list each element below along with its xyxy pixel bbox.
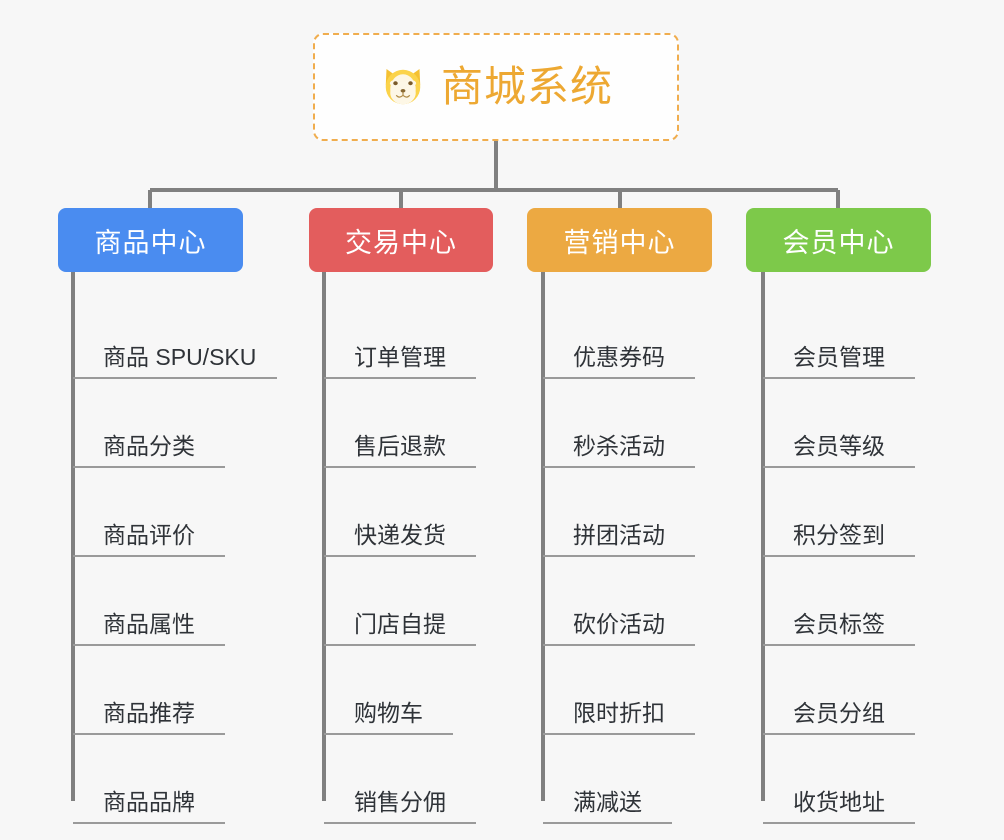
leaf-item[interactable]: 满减送	[543, 735, 679, 824]
leaf-underline	[543, 644, 695, 646]
leaf-underline	[324, 644, 476, 646]
leaf-column-2: 订单管理 售后退款 快递发货 门店自提 购物车 销售分佣	[324, 290, 476, 824]
leaf-label: 商品分类	[103, 433, 195, 459]
leaf-label: 销售分佣	[354, 789, 446, 815]
leaf-label: 商品品牌	[103, 789, 195, 815]
leaf-item[interactable]: 优惠券码	[543, 290, 695, 379]
leaf-underline	[763, 466, 915, 468]
leaf-underline	[543, 555, 695, 557]
leaf-item[interactable]: 商品品牌	[73, 735, 270, 824]
leaf-label: 积分签到	[793, 522, 885, 548]
leaf-underline	[543, 466, 695, 468]
leaf-item[interactable]: 门店自提	[324, 557, 476, 646]
branch-node-1[interactable]: 商品中心	[58, 208, 243, 272]
leaf-item[interactable]: 商品评价	[73, 468, 270, 557]
leaf-item[interactable]: 售后退款	[324, 379, 476, 468]
leaf-underline	[763, 377, 915, 379]
branch-node-3[interactable]: 营销中心	[527, 208, 712, 272]
root-node[interactable]: 商城系统	[313, 33, 679, 141]
leaf-underline	[763, 822, 915, 824]
leaf-underline	[543, 822, 672, 824]
leaf-label: 砍价活动	[573, 611, 665, 637]
leaf-column-4: 会员管理 会员等级 积分签到 会员标签 会员分组 收货地址	[763, 290, 915, 824]
branch-label-1: 商品中心	[94, 227, 207, 258]
leaf-label: 商品推荐	[103, 700, 195, 726]
leaf-item[interactable]: 商品 SPU/SKU	[73, 290, 277, 379]
leaf-item[interactable]: 商品属性	[73, 557, 270, 646]
leaf-underline	[543, 377, 695, 379]
leaf-label: 秒杀活动	[573, 433, 665, 459]
leaf-label: 优惠券码	[573, 344, 665, 370]
leaf-label: 门店自提	[354, 611, 446, 637]
leaf-label: 会员分组	[793, 700, 885, 726]
leaf-item[interactable]: 会员管理	[763, 290, 915, 379]
leaf-item[interactable]: 会员分组	[763, 646, 915, 735]
leaf-column-1: 商品 SPU/SKU 商品分类 商品评价 商品属性 商品推荐 商品品牌	[73, 290, 277, 824]
leaf-underline	[73, 555, 225, 557]
branch-label-2: 交易中心	[345, 227, 457, 258]
branch-node-2[interactable]: 交易中心	[309, 208, 493, 272]
leaf-label: 购物车	[354, 700, 423, 726]
branch-node-4[interactable]: 会员中心	[746, 208, 931, 272]
leaf-label: 商品评价	[103, 522, 195, 548]
leaf-label: 会员等级	[793, 433, 885, 459]
leaf-underline	[763, 555, 915, 557]
leaf-item[interactable]: 购物车	[324, 646, 460, 735]
leaf-underline	[324, 377, 476, 379]
leaf-underline	[73, 377, 277, 379]
leaf-item[interactable]: 商品分类	[73, 379, 270, 468]
branch-label-3: 营销中心	[563, 227, 676, 258]
leaf-underline	[73, 644, 225, 646]
leaf-item[interactable]: 订单管理	[324, 290, 476, 379]
leaf-label: 商品 SPU/SKU	[103, 344, 257, 370]
leaf-item[interactable]: 会员标签	[763, 557, 915, 646]
leaf-label: 商品属性	[103, 611, 195, 637]
leaf-label: 会员标签	[793, 611, 885, 637]
leaf-label: 会员管理	[793, 344, 885, 370]
root-title: 商城系统	[440, 63, 613, 110]
leaf-underline	[324, 555, 476, 557]
leaf-item[interactable]: 商品推荐	[73, 646, 270, 735]
leaf-label: 售后退款	[354, 433, 446, 459]
leaf-item[interactable]: 秒杀活动	[543, 379, 695, 468]
leaf-column-3: 优惠券码 秒杀活动 拼团活动 砍价活动 限时折扣 满减送	[543, 290, 695, 824]
leaf-underline	[324, 733, 453, 735]
leaf-label: 收货地址	[793, 789, 885, 815]
leaf-item[interactable]: 砍价活动	[543, 557, 695, 646]
leaf-label: 快递发货	[354, 522, 446, 548]
leaf-item[interactable]: 销售分佣	[324, 735, 476, 824]
leaf-underline	[73, 733, 225, 735]
leaf-label: 限时折扣	[573, 700, 665, 726]
leaf-item[interactable]: 限时折扣	[543, 646, 695, 735]
leaf-label: 拼团活动	[573, 522, 665, 548]
leaf-item[interactable]: 收货地址	[763, 735, 915, 824]
branch-label-4: 会员中心	[782, 227, 895, 258]
leaf-underline	[543, 733, 695, 735]
leaf-item[interactable]: 积分签到	[763, 468, 915, 557]
leaf-underline	[763, 644, 915, 646]
leaf-underline	[73, 466, 225, 468]
leaf-item[interactable]: 快递发货	[324, 468, 476, 557]
leaf-underline	[73, 822, 225, 824]
leaf-underline	[324, 822, 476, 824]
leaf-label: 订单管理	[354, 344, 446, 370]
leaf-item[interactable]: 会员等级	[763, 379, 915, 468]
leaf-item[interactable]: 拼团活动	[543, 468, 695, 557]
leaf-underline	[324, 466, 476, 468]
shiba-dog-face-icon	[385, 69, 421, 105]
leaf-label: 满减送	[573, 789, 642, 815]
leaf-underline	[763, 733, 915, 735]
